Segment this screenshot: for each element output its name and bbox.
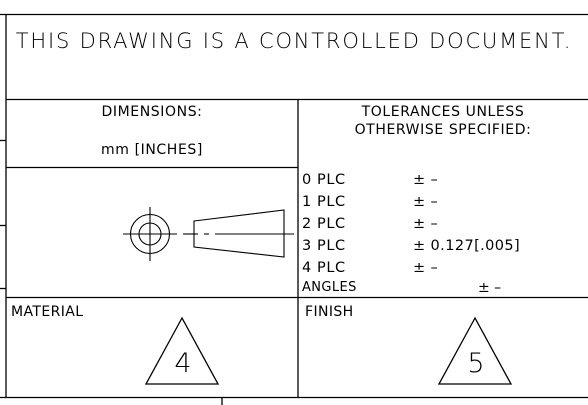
tolerance-row-value: ± 0.127[.005] bbox=[413, 238, 521, 254]
dimension-units-label: mm [INCHES] bbox=[101, 142, 203, 158]
tolerance-row-value: ± – bbox=[413, 194, 439, 210]
tolerance-row-label: 4 PLC bbox=[302, 260, 346, 276]
finish-label: FINISH bbox=[305, 304, 354, 320]
third-angle-projection-icon bbox=[123, 207, 294, 261]
controlled-document-notice: THIS DRAWING IS A CONTROLLED DOCUMENT. bbox=[15, 29, 573, 53]
material-note-triangle bbox=[144, 316, 220, 385]
finish-note-triangle bbox=[437, 316, 513, 385]
tolerance-row-value: ± – bbox=[413, 260, 439, 276]
tolerance-row-label: 0 PLC bbox=[302, 172, 346, 188]
tolerance-row-value: ± – bbox=[413, 216, 439, 232]
tolerance-row-label: 2 PLC bbox=[302, 216, 346, 232]
finish-note-number: 5 bbox=[467, 348, 485, 379]
angles-label: ANGLES bbox=[302, 280, 357, 295]
tolerances-heading: TOLERANCES UNLESS bbox=[361, 104, 525, 120]
tolerance-row-label: 1 PLC bbox=[302, 194, 346, 210]
material-label: MATERIAL bbox=[11, 304, 84, 320]
tolerances-subheading: OTHERWISE SPECIFIED: bbox=[354, 122, 532, 138]
dimensions-label: DIMENSIONS: bbox=[101, 104, 203, 120]
projection-cone-outline bbox=[193, 209, 285, 258]
angles-tolerance-value: ± – bbox=[478, 280, 502, 296]
tolerance-row-value: ± – bbox=[413, 172, 439, 188]
tolerance-row-label: 3 PLC bbox=[302, 238, 346, 254]
material-note-number: 4 bbox=[174, 348, 192, 379]
